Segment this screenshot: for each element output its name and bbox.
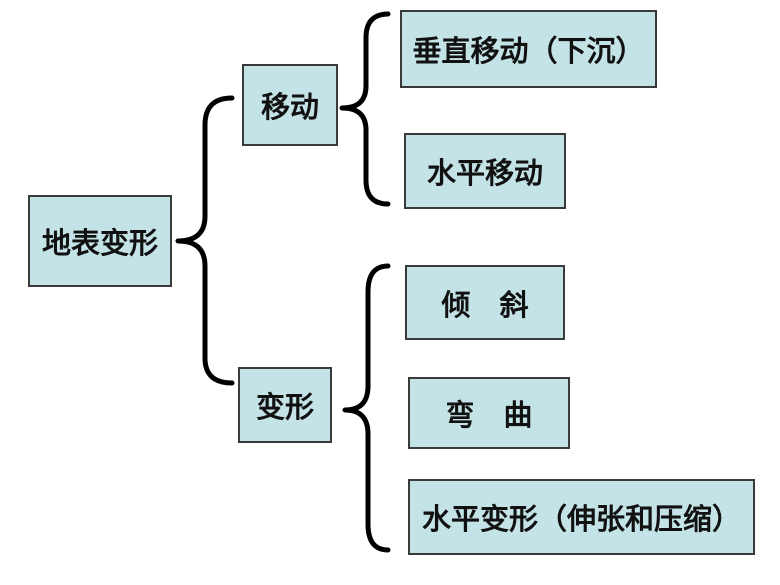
node-horizontal-move: 水平移动 — [404, 133, 566, 209]
root-node: 地表变形 — [28, 195, 172, 287]
deform-brace — [342, 263, 391, 553]
node-horizontal-deform: 水平变形（伸张和压缩） — [408, 479, 755, 555]
root-brace — [175, 95, 235, 386]
node-move: 移动 — [242, 64, 338, 146]
node-vertical-move: 垂直移动（下沉） — [400, 10, 657, 88]
node-deform: 变形 — [238, 367, 332, 443]
move-brace — [339, 11, 391, 207]
node-tilt: 倾 斜 — [405, 265, 565, 340]
node-curvature: 弯 曲 — [408, 377, 570, 449]
